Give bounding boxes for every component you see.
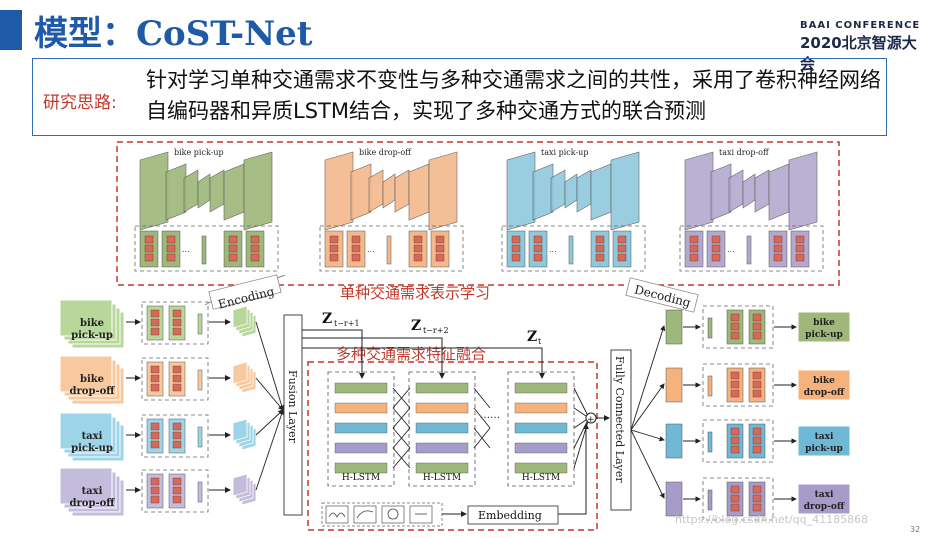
output-label-line2: drop-off (804, 388, 845, 398)
top-encoder-label: taxi pick-up (541, 148, 588, 157)
output-label-line2: pick-up (805, 444, 843, 454)
z-label-2: Z (411, 318, 421, 334)
top-encoder-4: taxi drop-off... (679, 148, 824, 272)
output-branch-3: taxi pick-up (630, 419, 851, 463)
title-accent-bar (0, 10, 22, 50)
feature-fusion-caption: 多种交通需求特征融合 (336, 345, 486, 363)
add-operator-symbol: + (587, 415, 595, 425)
row-encoder-4 (141, 409, 285, 513)
top-encoder-1: bike pick-up... (134, 148, 279, 272)
page-title: 模型：CoST-Net (34, 14, 313, 54)
hlstm-block-1: H-LSTM (327, 371, 395, 487)
input-label-line2: pick-up (71, 443, 113, 454)
hlstm-label: H-LSTM (342, 473, 380, 483)
fully-connected-label: Fully Connected Layer (613, 356, 626, 483)
page-number: 32 (910, 525, 921, 534)
z-sub-1: t−r+1 (334, 319, 360, 328)
row-encoder-1 (141, 301, 285, 411)
z-sub-2: t−r+2 (423, 326, 449, 335)
output-label-line1: taxi (815, 432, 834, 442)
top-encoder-2: bike drop-off... (319, 148, 464, 272)
output-branch-2: bike drop-off (630, 363, 851, 431)
hlstm-ellipsis: …… (480, 410, 500, 421)
output-label-line1: bike (813, 376, 835, 386)
logo-line2: 2020北京智源大会 (800, 34, 917, 73)
output-branch-4: taxi drop-off (630, 429, 851, 521)
logo-line1: BAAI CONFERENCE (800, 20, 921, 31)
svg-text:...: ... (549, 245, 557, 254)
row-encoder-2 (141, 357, 284, 411)
z-sub-3: t (538, 337, 542, 346)
research-idea-label: 研究思路: (43, 93, 117, 113)
feature-fusion-frame (307, 361, 598, 531)
output-branch-1: bike pick-up (630, 305, 851, 431)
representation-learning-frame (116, 141, 840, 286)
svg-text:...: ... (367, 245, 375, 254)
conference-logo: BAAI CONFERENCE 2020北京智源大会 (800, 20, 930, 73)
wind-icon (353, 505, 377, 524)
weather-icon (325, 505, 349, 524)
input-label-line2: drop-off (70, 386, 116, 397)
row-encoder-3 (141, 409, 284, 458)
hlstm-label: H-LSTM (423, 473, 461, 483)
research-idea-box: 研究思路: 针对学习单种交通需求不变性与多种交通需求之间的共性，采用了卷积神经网… (32, 58, 887, 136)
z-label-1: Z (322, 311, 332, 327)
svg-text:...: ... (182, 245, 190, 254)
input-label-line1: taxi (82, 486, 103, 497)
input-label-line1: bike (80, 318, 104, 329)
output-label-line2: drop-off (804, 502, 845, 512)
fusion-layer (283, 314, 303, 516)
top-encoder-3: taxi pick-up... (501, 148, 646, 272)
hlstm-label: H-LSTM (522, 473, 560, 483)
input-label-line1: taxi (82, 431, 103, 442)
output-label-line1: bike (813, 318, 835, 328)
output-label-line1: taxi (815, 490, 834, 500)
input-label-line1: bike (80, 374, 104, 385)
fusion-layer-label: Fusion Layer (286, 370, 299, 444)
embedding-label: Embedding (478, 509, 542, 522)
hlstm-block-2: H-LSTM (408, 371, 476, 487)
research-idea-text: 针对学习单种交通需求不变性与多种交通需求之间的共性，采用了卷积神经网络自编码器和… (146, 68, 881, 123)
embedding-block (467, 505, 559, 525)
input-label-line2: pick-up (71, 330, 113, 341)
time-icon (381, 505, 405, 524)
hlstm-block-3: H-LSTM (507, 371, 575, 487)
hlstm-cross-links (392, 387, 491, 469)
svg-text:...: ... (727, 245, 735, 254)
top-encoder-label: bike pick-up (174, 148, 224, 157)
more-features-icon (409, 505, 433, 524)
output-label-line2: pick-up (805, 330, 843, 340)
top-encoder-label: taxi drop-off (719, 148, 770, 157)
representation-learning-caption: 单种交通需求表示学习 (340, 284, 490, 302)
top-encoder-label: bike drop-off (359, 148, 412, 157)
z-label-3: Z (527, 329, 537, 345)
watermark: https://blog.csdn.net/qq_41185868 (675, 513, 869, 526)
input-label-line2: drop-off (70, 498, 116, 509)
